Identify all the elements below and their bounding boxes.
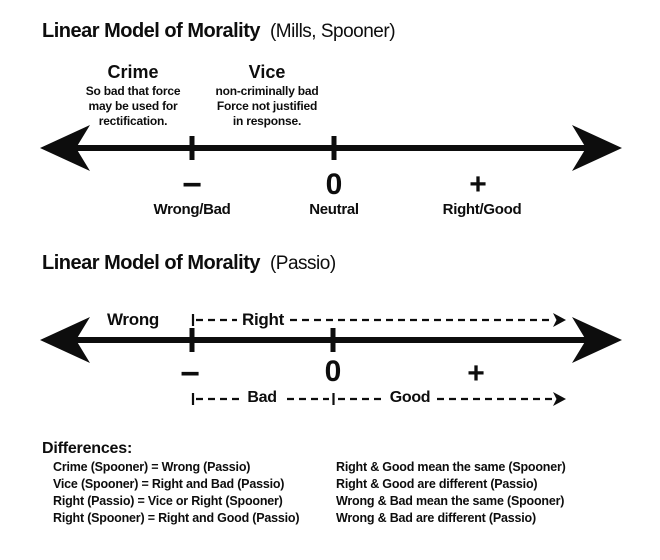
differences-row: Right (Spooner) = Right and Good (Passio… <box>53 511 300 525</box>
model2-right-arrowhead-icon <box>572 317 622 363</box>
model2-zero-symbol: 0 <box>324 355 342 388</box>
annotation-vice-line: Force not justified <box>216 99 318 113</box>
model1-zero-symbol: 0 <box>325 168 343 201</box>
model1-title: Linear Model of Morality (Mills, Spooner… <box>42 20 396 43</box>
model2-label-wrong: Wrong <box>106 310 160 329</box>
annotation-vice-line: non-criminally bad <box>215 84 319 98</box>
annotation-crime-line: rectification. <box>98 114 168 128</box>
model2-label-bad: Bad <box>247 389 277 406</box>
model1-minus-symbol: − <box>182 166 202 204</box>
model2-left-arrowhead-icon <box>40 317 90 363</box>
model1-label-right-good: Right/Good <box>442 201 522 218</box>
model2-label-good: Good <box>389 389 431 406</box>
model1-number-line <box>40 125 622 171</box>
annotation-crime-line: So bad that force <box>85 84 181 98</box>
differences-row: Right (Passio) = Vice or Right (Spooner) <box>53 494 283 508</box>
differences-row: Wrong & Bad are different (Passio) <box>336 511 536 525</box>
model1-right-arrowhead-icon <box>572 125 622 171</box>
differences-row: Wrong & Bad mean the same (Spooner) <box>336 494 565 508</box>
model2-plus-symbol: + <box>467 357 485 390</box>
model1-left-arrowhead-icon <box>40 125 90 171</box>
model1-plus-symbol: + <box>469 168 487 201</box>
annotation-crime: Crime So bad that force may be used for … <box>86 62 181 129</box>
model2-title: Linear Model of Morality (Passio) <box>42 252 336 275</box>
model2-upper-dashed-arrowhead-icon <box>553 313 566 327</box>
model1-label-neutral: Neutral <box>309 201 359 218</box>
model2-lower-dashed-arrowhead-icon <box>553 392 566 406</box>
differences-right-column: Right & Good mean the same (Spooner) Rig… <box>336 459 566 527</box>
model2-label-right: Right <box>242 310 284 329</box>
annotation-vice-heading: Vice <box>248 62 286 82</box>
model2-number-line <box>40 313 622 406</box>
annotation-crime-heading: Crime <box>107 62 159 82</box>
annotation-crime-line: may be used for <box>88 99 178 113</box>
differences-heading: Differences: <box>42 440 133 457</box>
differences-row: Crime (Spooner) = Wrong (Passio) <box>53 460 251 474</box>
model2-title-suffix: (Passio) <box>269 253 336 274</box>
annotation-vice-line: in response. <box>232 114 302 128</box>
model2-minus-symbol: − <box>180 355 200 393</box>
model1-title-suffix: (Mills, Spooner) <box>269 21 396 42</box>
differences-row: Vice (Spooner) = Right and Bad (Passio) <box>53 477 285 491</box>
differences-row: Right & Good mean the same (Spooner) <box>336 460 566 474</box>
model2-title-main: Linear Model of Morality <box>42 252 261 274</box>
annotation-vice: Vice non-criminally bad Force not justif… <box>215 62 318 129</box>
differences-row: Right & Good are different (Passio) <box>336 477 538 491</box>
differences-left-column: Crime (Spooner) = Wrong (Passio) Vice (S… <box>53 459 300 527</box>
model1-title-main: Linear Model of Morality <box>42 20 261 42</box>
model1-label-wrong-bad: Wrong/Bad <box>153 201 231 218</box>
